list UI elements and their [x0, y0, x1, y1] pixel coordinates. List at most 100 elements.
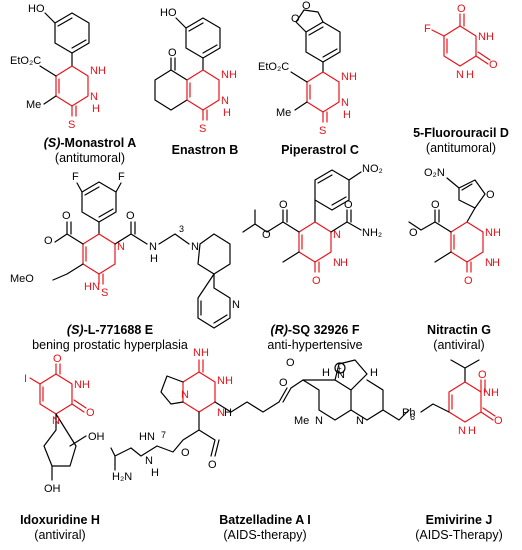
ester-o1-label: O: [279, 199, 288, 211]
fluoro-1-label: F: [72, 171, 79, 183]
fluoro-2-label: F: [118, 171, 125, 183]
ring-h-label: H: [224, 407, 232, 419]
alkyl-count-label: 6: [410, 412, 415, 422]
n-label: N: [485, 257, 493, 269]
nh-label: NH: [485, 227, 501, 239]
stereo-prefix: (S): [43, 136, 61, 150]
stereo-prefix: (S): [66, 323, 84, 337]
thione-s-label: S: [101, 287, 108, 299]
ester-o4-label: O: [286, 357, 295, 369]
meo-label: MeO: [10, 273, 34, 285]
caption-batzelladine-i: Batzelladine A I (AIDS-therapy): [185, 513, 345, 543]
guanidine-h2n-label: H₂N: [112, 471, 132, 483]
amide-n-label: N: [149, 241, 157, 253]
dioxole-o1-label: O: [291, 13, 300, 25]
thione-s-label: S: [319, 125, 326, 137]
charge-label: +: [337, 364, 342, 373]
caption-sq32926-f: (R)-SQ 32926 F anti-hypertensive: [240, 323, 390, 353]
guanidine-hn-label: HN: [139, 431, 155, 443]
structure-piperastrol-c: O O EtO₂C Me NH N H S: [258, 0, 357, 137]
fluoro-label: F: [424, 23, 431, 35]
bridgehead-h1-label: H: [322, 367, 330, 379]
compound-name: Idoxuridine H: [20, 513, 100, 527]
nitro-label: O₂N: [424, 167, 445, 179]
compound-name: -Monastrol A: [60, 136, 137, 150]
nh-label: NH: [483, 387, 499, 399]
ester-o3-label: O: [279, 377, 288, 389]
n-label: N: [90, 91, 98, 103]
compound-activity: (AIDS-Therapy): [415, 528, 503, 542]
hydroxyl-2-label: OH: [44, 483, 61, 495]
caption-fluorouracil-d: 5-Fluorouracil D (antitumoral): [400, 126, 522, 156]
ester-o2-label: O: [409, 227, 418, 239]
ring-h-label: H: [84, 281, 92, 293]
h-label: H: [492, 257, 500, 269]
amide-o-label: O: [126, 210, 135, 222]
nh-label: NH: [90, 65, 106, 77]
caption-nitractin-g: Nitractin G (antiviral): [400, 323, 518, 353]
carbonyl-o1-label: O: [457, 3, 466, 15]
compound-name: 5-Fluorouracil D: [413, 126, 509, 140]
ho-label: HO: [160, 7, 177, 19]
compound-name: Batzelladine A I: [219, 513, 311, 527]
ester-o2-label: O: [208, 459, 217, 471]
n-label: N: [221, 95, 229, 107]
structure-fluorouracil-d: F O NH O N H: [424, 3, 498, 81]
furan-o-label: O: [486, 189, 495, 201]
guanidine-h-label: H: [151, 467, 159, 479]
carbonyl-o-label: O: [312, 275, 321, 287]
guanidine-n-label: N: [145, 455, 153, 467]
ester-o1-label: O: [431, 199, 440, 211]
thione-s-label: S: [68, 119, 75, 131]
methyl-label: Me: [276, 107, 291, 119]
ester-o1-label: O: [181, 447, 190, 459]
thione-s-label: S: [199, 123, 206, 135]
methyl-label: Me: [294, 415, 309, 427]
caption-monastrol-a: (S)-Monastrol A (antitumoral): [20, 136, 160, 166]
amide-o-label: O: [344, 199, 353, 211]
compound-activity: (antiviral): [34, 528, 86, 542]
nh-label: NH: [341, 71, 357, 83]
ring-n-label: N: [333, 257, 341, 269]
ester-o2-label: O: [262, 229, 271, 241]
structure-sq32926-f: NO₂ O O O N NH₂ N H O: [242, 163, 383, 287]
caption-enastron-b: Enastron B: [140, 143, 270, 158]
nh-label: NH: [478, 31, 494, 43]
structure-l771688-e: F F O O O MeO N N H 3 N N H S N: [10, 171, 240, 329]
imine-nh-label: NH: [193, 347, 209, 359]
amide-h-label: H: [150, 253, 158, 265]
structure-enastron-b: HO O NH N H S: [154, 7, 237, 135]
hydroxyl-1-label: OH: [88, 431, 105, 443]
compound-name: Nitractin G: [427, 323, 491, 337]
structure-batzelladine-i: NH N NH N H HN H₂N N H 7 O O O O Me N N …: [110, 347, 415, 483]
carbonyl-o1-label: O: [478, 369, 487, 381]
ring-n1-label: N: [181, 389, 189, 401]
structure-nitractin-g: O₂N O O O NH N H O: [408, 167, 501, 287]
caption-piperastrol-c: Piperastrol C: [255, 143, 385, 158]
ring-n-label: N: [92, 281, 100, 293]
caption-emivirine-j: Emivirine J (AIDS-Therapy): [400, 513, 518, 543]
structure-monastrol-a: HO EtO₂C Me NH N H S: [10, 3, 106, 131]
nh-label: NH: [221, 69, 237, 81]
compound-name: -L-771688 E: [83, 323, 154, 337]
carbonyl-o-label: O: [464, 275, 473, 287]
h-label: H: [466, 69, 474, 81]
carbonyl-o2-label: O: [86, 407, 95, 419]
n-label: N: [458, 425, 466, 437]
n1-label: N: [52, 415, 60, 427]
ester-label: EtO₂C: [10, 55, 41, 67]
nh-label: NH: [74, 379, 90, 391]
n1-label: N: [117, 241, 125, 253]
compound-activity: (antiviral): [433, 338, 485, 352]
stereo-prefix: (R): [270, 323, 288, 337]
h-label: H: [343, 109, 351, 121]
chain-count-label: 7: [161, 430, 166, 440]
ester-o-label: O: [62, 210, 71, 222]
compound-activity: (antitumoral): [425, 141, 497, 155]
iodo-label: I: [24, 373, 27, 385]
ring-nh-label: NH: [217, 375, 233, 387]
phenyl-label: Ph: [402, 407, 415, 419]
caption-l771688-e: (S)-L-771688 E bening prostatic hyperpla…: [5, 323, 215, 353]
tricycle-n2-label: N: [337, 369, 345, 381]
